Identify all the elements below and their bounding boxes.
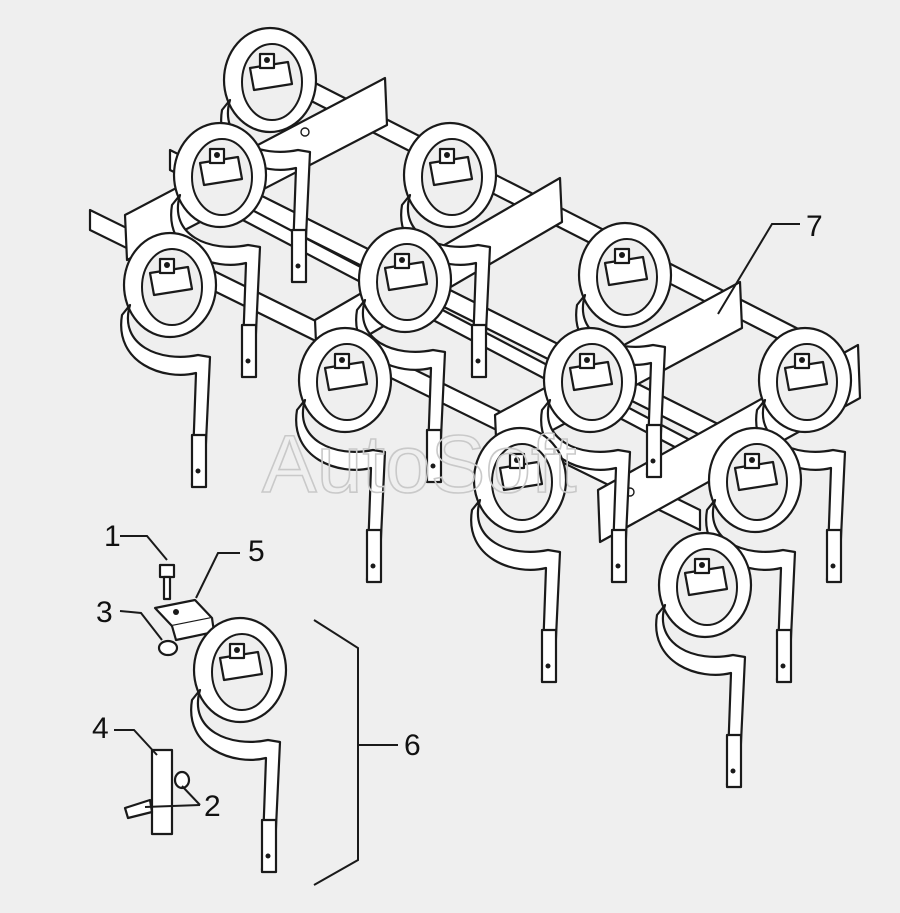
callout-labels: 1 2 3 4 5 6 7 (92, 210, 823, 823)
callout-5: 5 (248, 535, 265, 568)
exploded-parts (123, 563, 288, 874)
watermark: AutoSoft (262, 419, 577, 510)
callout-1: 1 (104, 520, 121, 553)
callout-4: 4 (92, 712, 109, 745)
callout-3: 3 (96, 596, 113, 629)
leader-lines (114, 223, 800, 886)
callout-2: 2 (204, 790, 221, 823)
callout-6: 6 (404, 729, 421, 762)
callout-7: 7 (806, 210, 823, 243)
